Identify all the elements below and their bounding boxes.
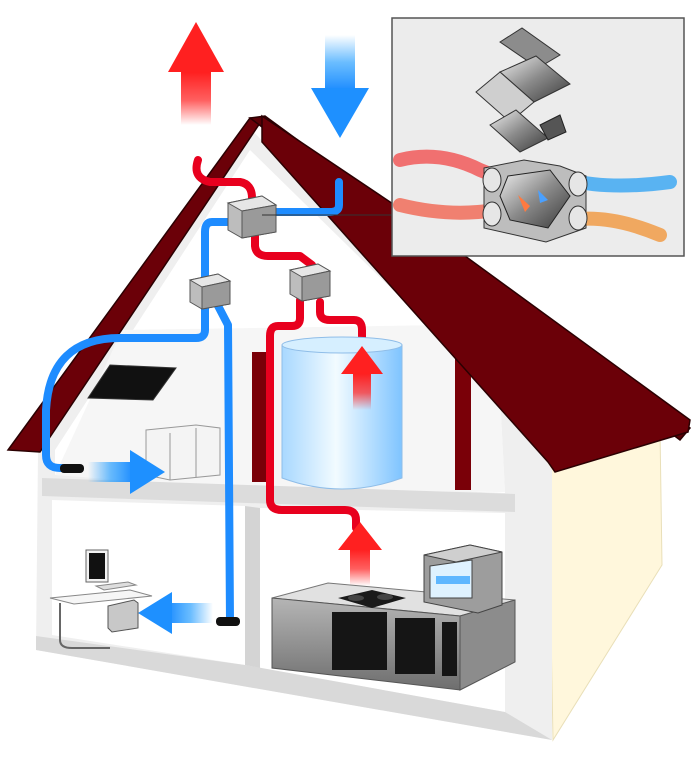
heat-exchanger-icon: [475, 27, 588, 243]
warm-air-duct: [192, 156, 366, 532]
intake-stream: [393, 198, 507, 220]
heat-exchanger-inset: [391, 17, 685, 257]
intake-down-arrow-icon: [311, 35, 369, 138]
supply-vent: [216, 617, 240, 626]
ground-floor: [36, 636, 552, 740]
supply-air-arrow-icon: [138, 592, 213, 634]
exhaust-stream: [393, 149, 507, 185]
desk-with-computer: [49, 549, 153, 649]
duct-junction-box: [288, 263, 332, 302]
cooktop: [338, 590, 406, 608]
cool-air-duct: [42, 178, 343, 626]
duct-junction-box: [226, 195, 278, 239]
upper-floor: [42, 478, 515, 512]
supply-vent: [60, 464, 84, 473]
roof-beam: [252, 352, 266, 482]
microwave-oven: [423, 544, 503, 614]
supply-air-arrow-icon: [88, 450, 165, 494]
ground-floor-left-room: [52, 500, 245, 665]
warm-air-arrow-icon: [341, 346, 383, 410]
roof-beam: [455, 355, 471, 490]
water-tank: [281, 336, 403, 490]
warm-air-arrow-icon: [338, 522, 382, 586]
skylight-window: [87, 364, 177, 401]
duct-junction-box: [188, 273, 232, 310]
exhaust-up-arrow-icon: [168, 22, 224, 125]
